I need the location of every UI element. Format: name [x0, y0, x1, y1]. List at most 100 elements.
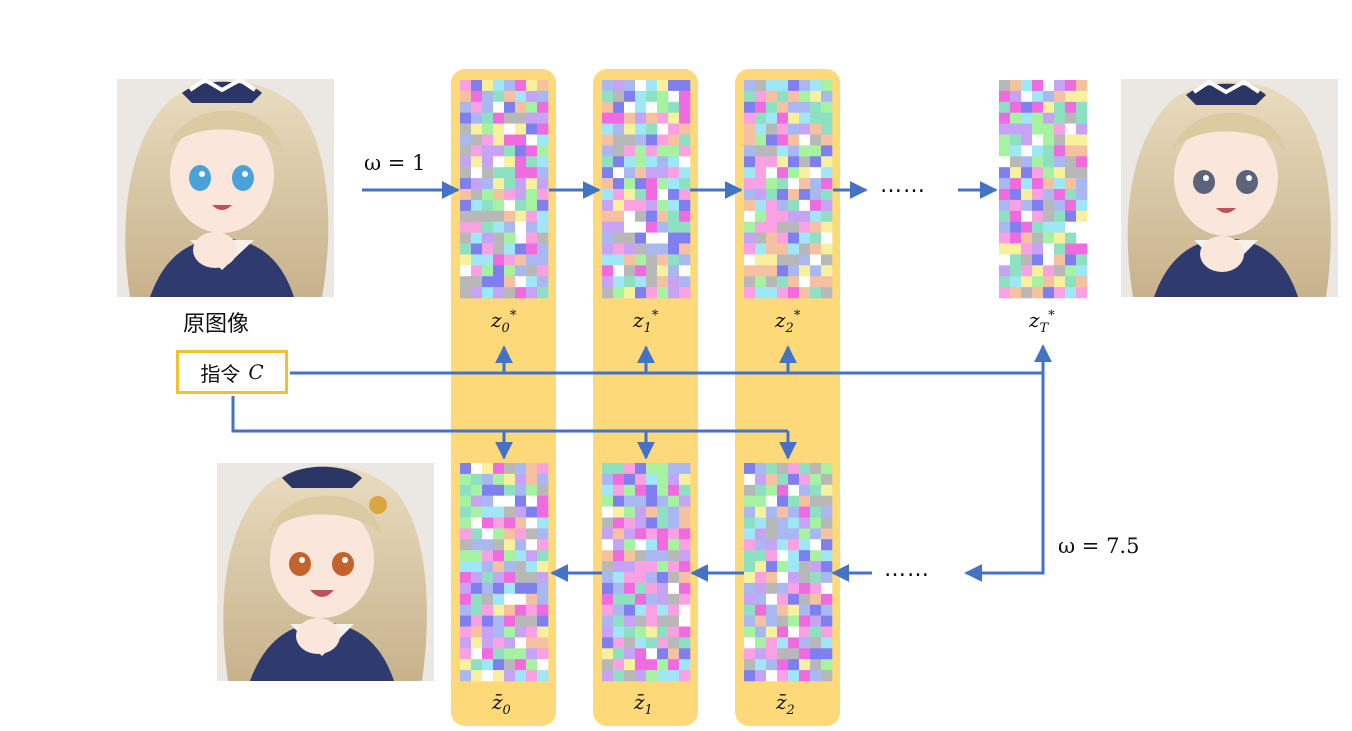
noise-cell	[471, 528, 483, 540]
noise-cell	[504, 517, 516, 529]
noise-cell	[1010, 221, 1022, 233]
noise-cell	[624, 615, 636, 627]
noise-cell	[668, 495, 680, 507]
noise-cell	[493, 145, 505, 157]
instruction-arrows	[231, 344, 1052, 460]
noise-cell	[1021, 189, 1033, 201]
noise-cell	[504, 473, 516, 486]
noise-cell	[613, 648, 625, 660]
noise-cell	[1043, 287, 1055, 299]
noise-cell	[460, 637, 472, 649]
noise-cell	[624, 178, 636, 190]
noise-cell	[1065, 80, 1077, 92]
noise-cell	[460, 539, 472, 551]
noise-cell	[635, 495, 647, 507]
noise-cell	[766, 276, 778, 288]
noise-cell	[755, 265, 767, 277]
noise-cell	[613, 539, 625, 551]
noise-cell	[526, 80, 538, 92]
noise-cell	[471, 550, 483, 562]
noise-cell	[460, 550, 472, 562]
noise-cell	[788, 101, 800, 113]
noise-cell	[624, 659, 636, 671]
noise-cell	[482, 539, 494, 551]
noise-cell	[657, 134, 669, 146]
noise-cell	[668, 221, 680, 233]
noise-cell	[766, 659, 778, 671]
noise-cell	[504, 648, 516, 660]
noise-cell	[744, 670, 756, 682]
noise-cell	[1054, 123, 1066, 135]
noise-cell	[1032, 145, 1044, 157]
noise-cell	[602, 112, 614, 124]
noise-cell	[810, 189, 822, 201]
noise-cell	[602, 178, 614, 190]
noise-cell	[471, 101, 483, 113]
noise-cell	[493, 648, 505, 660]
noise-cell	[526, 243, 538, 255]
noise-cell	[799, 484, 811, 496]
noise-cell	[788, 506, 800, 518]
noise-cell	[460, 112, 472, 124]
noise-cell	[821, 484, 833, 496]
noise-cell	[504, 561, 516, 573]
noise-cell	[1032, 112, 1044, 124]
noise-cell	[504, 80, 516, 92]
generation-arrows	[550, 346, 1045, 582]
noise-cell	[460, 134, 472, 146]
noise-cell	[646, 156, 658, 168]
noise-cell	[635, 123, 647, 135]
noise-cell	[526, 604, 538, 616]
noise-cell	[515, 484, 527, 496]
noise-cell	[799, 254, 811, 266]
noise-cell	[646, 189, 658, 201]
noise-cell	[515, 582, 527, 595]
noise-cell	[788, 582, 800, 595]
noise-cell	[657, 90, 669, 103]
noise-cell	[799, 561, 811, 573]
noise-cell	[493, 484, 505, 496]
noise-cell	[471, 199, 483, 212]
noise-cell	[482, 659, 494, 671]
noise-cell	[471, 189, 483, 201]
z2-star-sup: *	[793, 308, 801, 324]
noise-cell	[613, 637, 625, 649]
noise-cell	[668, 637, 680, 649]
noise-cell	[668, 626, 680, 638]
noise-cell	[635, 221, 647, 233]
noise-cell	[799, 265, 811, 277]
noise-cell	[744, 506, 756, 518]
noise-cell	[1032, 265, 1044, 277]
noise-cell	[755, 134, 767, 146]
noise-cell	[635, 232, 647, 244]
noise-cell	[646, 506, 658, 518]
noise-cell	[1054, 199, 1066, 212]
noise-cell	[788, 626, 800, 638]
noise-cell	[471, 604, 483, 616]
noise-cell	[635, 112, 647, 124]
noise-cell	[755, 473, 767, 486]
noise-cell	[602, 648, 614, 660]
noise-cell	[1065, 189, 1077, 201]
noise-cell	[1065, 101, 1077, 113]
noise-cell	[1076, 254, 1088, 266]
noise-cell	[504, 123, 516, 135]
noise-cell	[526, 582, 538, 595]
noise-cell	[1021, 287, 1033, 299]
noise-cell	[635, 517, 647, 529]
noise-cell	[471, 112, 483, 124]
noise-cell	[635, 670, 647, 682]
noise-cell	[1065, 265, 1077, 277]
noise-cell	[799, 189, 811, 201]
noise-cell	[635, 604, 647, 616]
noise-cell	[657, 473, 669, 486]
noise-cell	[1010, 232, 1022, 244]
noise-cell	[526, 90, 538, 103]
noise-cell	[668, 528, 680, 540]
noise-cell	[821, 287, 833, 299]
noise-cell	[624, 626, 636, 638]
noise-cell	[810, 112, 822, 124]
noise-cell	[668, 145, 680, 157]
noise-cell	[482, 615, 494, 627]
noise-cell	[766, 626, 778, 638]
